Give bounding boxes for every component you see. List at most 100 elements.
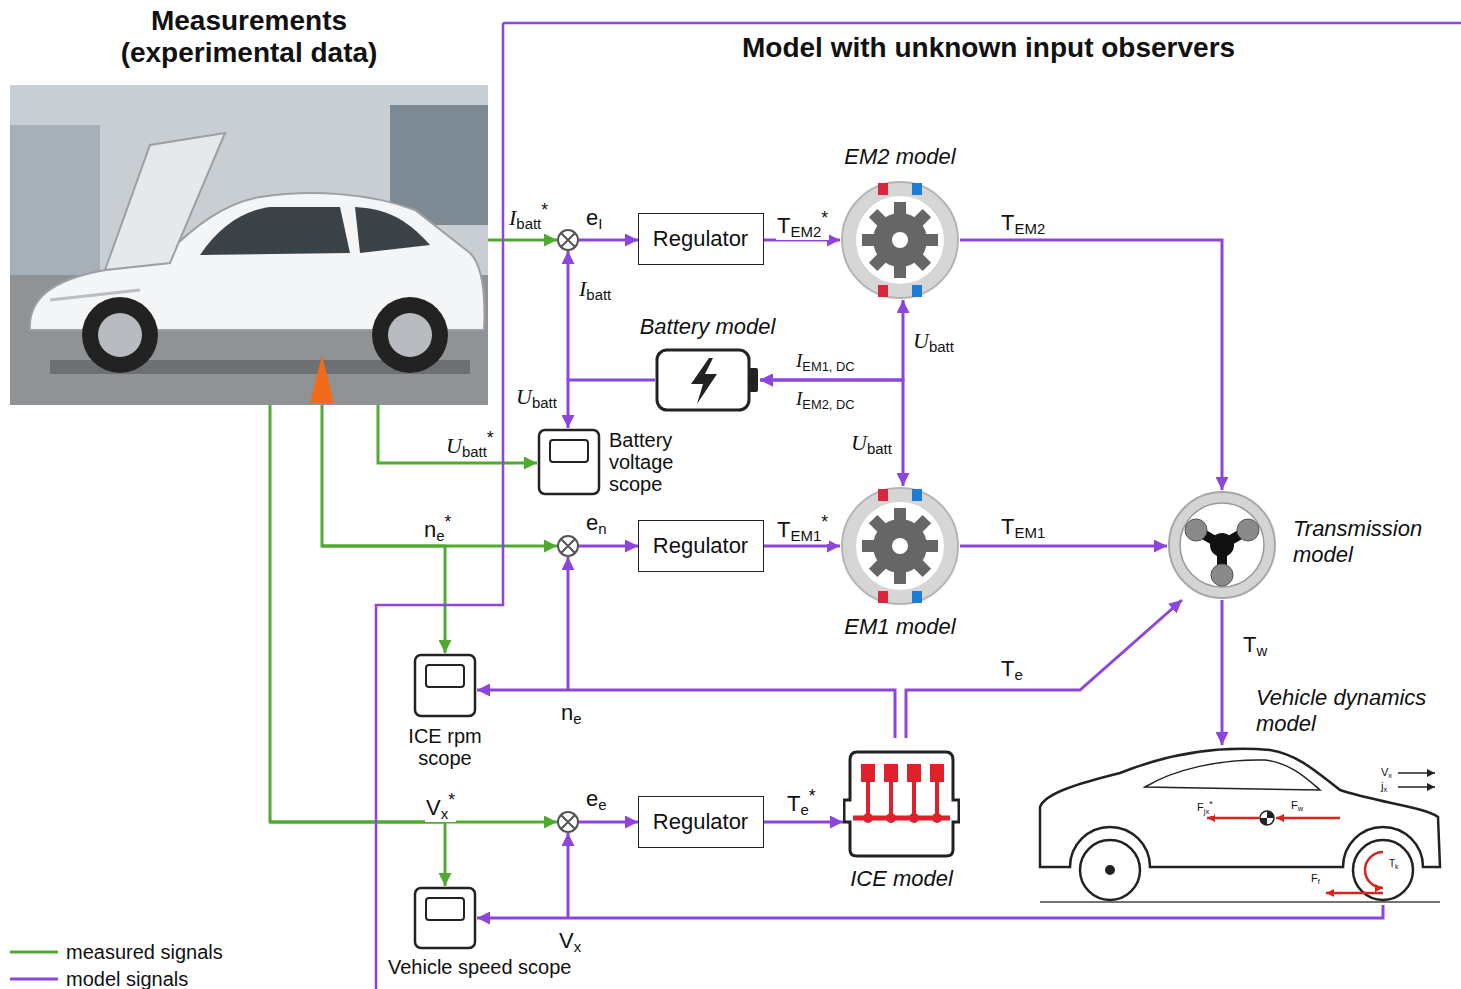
model-signal-connector: [477, 690, 895, 738]
model-signal-connector: [568, 380, 655, 428]
shape-part: [1365, 852, 1383, 888]
shape-part: [873, 519, 927, 573]
node-text: Transmission model: [1293, 516, 1453, 568]
shape-part: [912, 183, 922, 195]
signal-symbol: T: [777, 213, 790, 238]
node-text: Regulator: [653, 533, 748, 559]
signal-label: ee: [585, 786, 608, 814]
signal-subscript: batt: [462, 443, 487, 460]
node-text: Vehicle dynamics model: [1256, 685, 1446, 737]
shape-part: [912, 782, 916, 816]
measured-wire: [488, 239, 557, 242]
summing-junction: [558, 812, 578, 832]
model-block: Battery voltage scope: [537, 428, 690, 496]
model-signal-connector: [760, 300, 903, 380]
shape-part: [1207, 817, 1259, 820]
node-text: Regulator: [653, 809, 748, 835]
signal-label: IEM1, DC: [795, 350, 856, 375]
signal-subscript: x: [1388, 771, 1392, 780]
model-signal-connector: [1221, 600, 1224, 745]
legend-text: measured signals: [66, 940, 223, 964]
junction-cross: [561, 815, 575, 829]
signal-symbol: F: [1291, 799, 1298, 811]
signal-symbol: e: [586, 786, 598, 811]
signal-label: Ubatt: [912, 328, 955, 356]
shape-part: [1260, 811, 1274, 825]
signal-label: eI: [585, 205, 603, 233]
signal-symbol: V: [559, 928, 574, 953]
node-text: Battery voltage scope: [609, 429, 699, 495]
shape-part: [1080, 840, 1140, 900]
shape-part: [856, 502, 944, 590]
scope-icon: [413, 886, 477, 950]
shape-part: [1040, 901, 1440, 903]
signal-subscript: EM1: [1014, 524, 1045, 541]
shape-part: [426, 898, 464, 920]
shape-part: [886, 813, 896, 823]
signal-label: Te*: [786, 786, 817, 818]
junction-cross: [561, 539, 575, 553]
signal-symbol: F: [1197, 801, 1204, 813]
shape-part: [889, 782, 893, 816]
shape-part: [82, 297, 158, 373]
shape-part: [1398, 786, 1435, 788]
signal-symbol: n: [561, 700, 573, 725]
measured-signal-connector: [378, 405, 537, 463]
shape-part: [909, 813, 919, 823]
model-signal-connector: [764, 821, 843, 824]
shape-part: [355, 207, 430, 253]
signal-subscript: e: [598, 796, 606, 813]
shape-part: [539, 430, 599, 494]
model-block: Battery model: [655, 348, 760, 412]
signal-label: TEM1*: [776, 512, 829, 544]
shape-part: [861, 764, 875, 782]
shape-part: [1260, 811, 1274, 825]
node-text: Vehicle speed scope: [388, 956, 648, 978]
shape-part: [388, 313, 432, 357]
node-text: Battery model: [615, 314, 800, 340]
signal-label: Tw: [1242, 632, 1268, 660]
shape-part: [1169, 492, 1275, 598]
signal-symbol: j: [1381, 780, 1383, 792]
regulator-box: Regulator: [638, 520, 764, 572]
signal-symbol: V: [1381, 766, 1388, 778]
signal-label: Ubatt: [850, 430, 893, 458]
shape-part: [856, 196, 944, 284]
shape-part: [892, 232, 908, 248]
feedback-wire: [567, 251, 570, 380]
shape-part: [550, 440, 588, 462]
signal-symbol: T: [1389, 858, 1395, 869]
signal-label: Vx: [558, 928, 582, 956]
node-text: EM2 model: [810, 144, 990, 170]
signal-symbol: U: [913, 328, 929, 353]
summing-junction: [558, 230, 578, 250]
signal-superscript: *: [487, 428, 494, 448]
node-text: Model with unknown input observers: [742, 32, 1235, 64]
signal-superscript: *: [541, 200, 548, 220]
shape-part: [749, 368, 758, 392]
shape-part: [862, 508, 938, 584]
shape-part: [1185, 519, 1207, 541]
measured-signal-connector: [322, 405, 445, 653]
signal-subscript: batt: [586, 286, 611, 303]
planetary-gear-icon: [1167, 490, 1277, 600]
shape-part: [932, 813, 942, 823]
signal-subscript: x: [441, 805, 448, 822]
signal-subscript: EM2, DC: [802, 397, 854, 412]
shape-part: [1276, 817, 1340, 820]
summing-junction: [558, 536, 578, 556]
signal-symbol: e: [586, 510, 598, 535]
model-signal-connector: [764, 545, 840, 548]
force-label: Fjx*: [1196, 799, 1214, 816]
shape-part: [878, 591, 888, 603]
signal-superscript: *: [821, 512, 828, 532]
shape-part: [1211, 564, 1233, 586]
signal-symbol: U: [851, 430, 867, 455]
signal-subscript: batt: [532, 394, 557, 411]
signal-subscript: w: [1298, 804, 1303, 813]
model-block: ICE rpm scope: [413, 653, 477, 718]
signal-symbol: V: [426, 795, 441, 820]
model-block: ICE model: [843, 738, 960, 860]
node-text: EM1 model: [810, 614, 990, 640]
signal-label: ne*: [423, 512, 452, 544]
